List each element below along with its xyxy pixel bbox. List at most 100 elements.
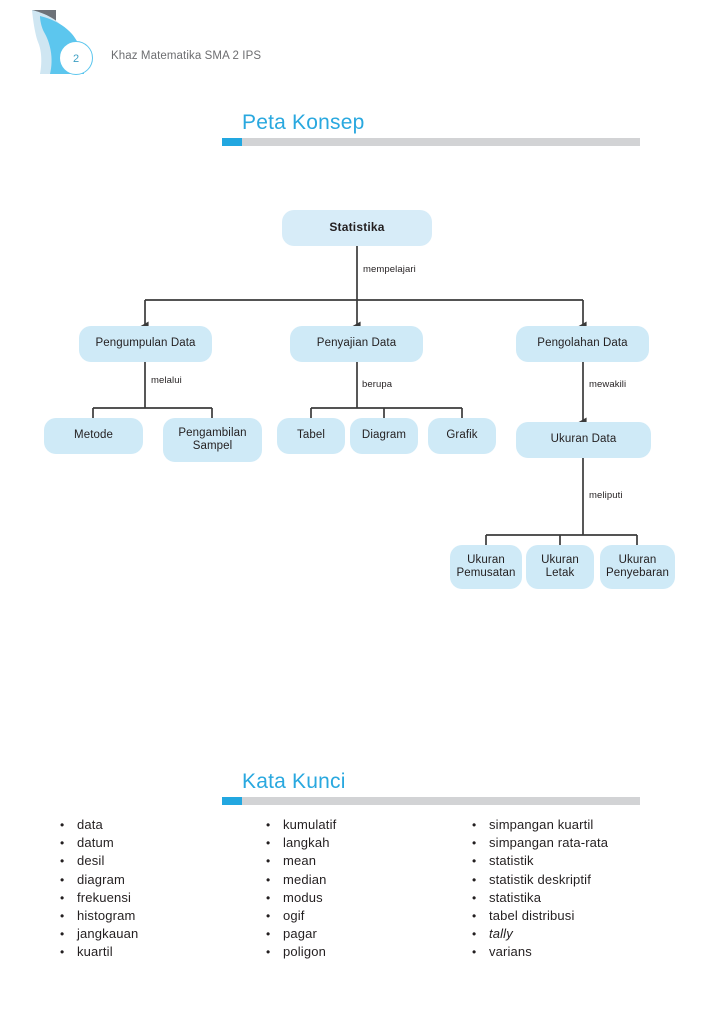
kata-kunci-list: •data•datum•desil•diagram•frekuensi•hist… [60,816,680,962]
rule-rest [242,138,640,146]
node-label: Metode [74,429,113,442]
kata-kunci-term: tabel distribusi [489,908,575,924]
kata-kunci-term: datum [77,835,114,851]
kata-kunci-item: • desil [60,852,266,870]
kata-kunci-item: • simpangan rata-rata [472,834,678,852]
bullet-icon: • [472,836,477,851]
node-label: Ukuran Pemusatan [456,553,516,580]
kata-kunci-item: • mean [266,852,472,870]
kata-kunci-item: • median [266,871,472,889]
node-label: Pengambilan Sampel [178,426,247,453]
node-label: Diagram [361,429,407,442]
book-title: Khaz Matematika SMA 2 IPS [111,50,262,62]
kata-kunci-term: mean [283,853,317,869]
bullet-icon: • [266,927,271,942]
kata-kunci-item: • data [60,816,266,834]
kata-kunci-item: • histogram [60,907,266,925]
kata-kunci-item: • jangkauan [60,925,266,943]
kata-kunci-term: frekuensi [77,889,132,905]
kata-kunci-term: simpangan kuartil [489,817,594,832]
kata-kunci-term: simpangan rata-rata [489,835,609,851]
page-header: 2 Khaz Matematika SMA 2 IPS [0,0,728,95]
kata-kunci-term: tally [489,926,513,942]
kata-kunci-item: •statistik deskriptif [472,871,678,889]
node-label: Penyajian Data [316,337,397,350]
kata-kunci-heading: Kata Kunci [242,769,346,795]
node-tabel: Tabel [277,418,345,454]
node-label: Pengolahan Data [537,337,628,350]
kata-kunci-term: median [283,871,327,887]
node-ukuran-letak: Ukuran Letak [526,545,594,589]
node-ukuran-pemusatan: Ukuran Pemusatan [450,545,522,589]
kata-kunci-item: • modus [266,889,472,907]
node-label: Grafik [446,429,478,442]
bullet-icon: • [60,854,65,869]
kata-kunci-item: • tabel distribusi [472,907,678,925]
kata-kunci-term: data [77,817,103,832]
kata-kunci-rule [222,797,640,805]
kata-kunci-term: ogif [283,908,305,924]
kata-kunci-term: statistik deskriptif [489,871,591,887]
kata-kunci-term: statistika [489,889,542,905]
node-label: Ukuran Data [550,433,617,446]
bullet-icon: • [266,872,271,887]
bullet-icon: • [266,854,271,869]
node-penyajian-data: Penyajian Data [290,326,423,362]
kata-kunci-term: histogram [77,908,136,924]
bullet-icon: • [472,854,477,869]
bullet-icon: • [60,945,65,960]
edge-label-berupa: berupa [362,379,393,390]
kata-kunci-column-2: •kumulatif•langkah•mean•median•modus•ogi… [266,816,472,962]
edge-label-melalui: melalui [151,375,182,386]
node-ukuran-data: Ukuran Data [516,422,651,458]
rule-accent [222,138,242,146]
kata-kunci-item: •pagar [266,925,472,943]
bullet-icon: • [266,818,271,832]
node-label: Tabel [297,429,325,442]
bullet-icon: • [266,836,271,851]
kata-kunci-term: desil [77,853,105,869]
node-label: Statistika [329,220,385,235]
edge-label-meliputi: meliputi [589,490,623,501]
kata-kunci-term: jangkauan [77,926,139,942]
kata-kunci-item: •langkah [266,834,472,852]
bullet-icon: • [266,890,271,905]
kata-kunci-term: modus [283,889,323,905]
node-statistika: Statistika [282,210,432,246]
node-pengambilan-sampel: Pengambilan Sampel [163,418,262,462]
peta-konsep-heading: Peta Konsep [242,110,364,136]
bullet-icon: • [266,909,271,924]
node-metode: Metode [44,418,143,454]
edge-label-mempelajari: mempelajari [363,264,416,275]
node-pengolahan-data: Pengolahan Data [516,326,649,362]
kata-kunci-item: • statistik [472,852,678,870]
node-label: Pengumpulan Data [95,337,196,350]
bullet-icon: • [60,909,65,924]
node-grafik: Grafik [428,418,496,454]
bullet-icon: • [60,818,65,832]
bullet-icon: • [472,890,477,905]
kata-kunci-term: kuartil [77,944,113,960]
kata-kunci-column-3: •simpangan kuartil•simpangan rata-rata•s… [472,816,678,962]
bullet-icon: • [472,927,477,942]
kata-kunci-item: • tally [472,925,678,943]
bullet-icon: • [472,909,477,924]
concept-map: Statistika mempelajari Pengumpulan Data … [0,160,728,620]
kata-kunci-term: statistik [489,853,534,869]
node-pengumpulan-data: Pengumpulan Data [79,326,212,362]
node-ukuran-penyebaran: Ukuran Penyebaran [600,545,675,589]
peta-konsep-title: Peta Konsep [242,111,365,134]
node-label: Ukuran Penyebaran [605,553,670,580]
kata-kunci-term: poligon [283,944,326,960]
bullet-icon: • [60,872,65,887]
kata-kunci-item: • datum [60,834,266,852]
peta-konsep-rule [222,138,640,146]
edge-label-mewakili: mewakili [589,379,627,390]
rule-rest [242,797,640,805]
kata-kunci-item: • ogif [266,907,472,925]
bullet-icon: • [472,818,477,832]
kata-kunci-title: Kata Kunci [242,770,346,793]
bullet-icon: • [60,836,65,851]
kata-kunci-item: • statistika [472,889,678,907]
bullet-icon: • [60,927,65,942]
